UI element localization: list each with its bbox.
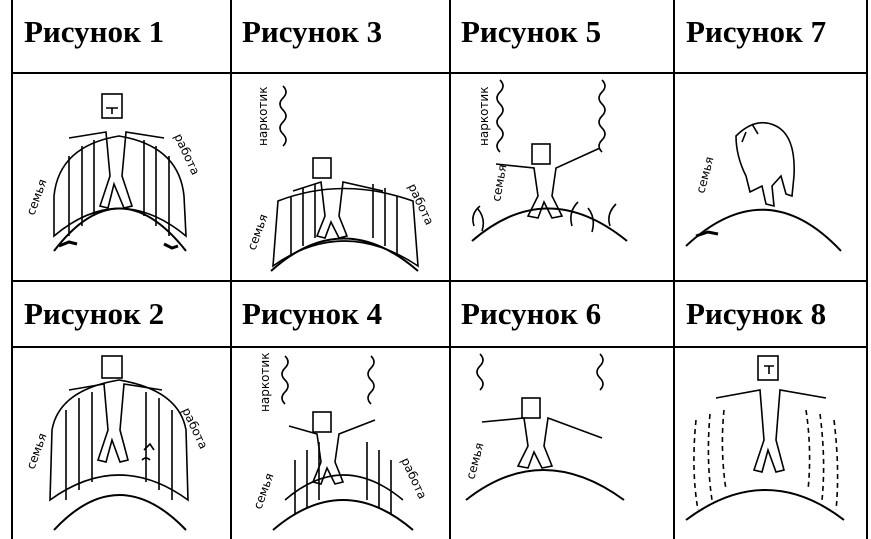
work-label: работа (398, 455, 429, 501)
family-label: семья (251, 471, 277, 511)
grid-line (11, 72, 868, 74)
grid-line (866, 0, 868, 539)
caption-figure-1: Рисунок 1 (24, 16, 164, 47)
drug-label: наркотик (256, 87, 270, 146)
grid-line (673, 0, 675, 539)
grid-line (11, 346, 868, 348)
drug-label: наркотик (477, 87, 491, 146)
grid-line (230, 0, 232, 539)
caption-figure-5: Рисунок 5 (461, 16, 601, 47)
family-label: семья (693, 155, 716, 195)
figure-7-drawing: семья (676, 76, 864, 278)
grid-line (11, 0, 13, 539)
figure-6-drawing: семья (452, 350, 671, 538)
family-label: семья (24, 431, 50, 471)
drug-label: наркотик (258, 353, 272, 412)
caption-figure-6: Рисунок 6 (461, 298, 601, 329)
work-label: работа (179, 405, 210, 451)
work-label: работа (405, 181, 436, 227)
caption-figure-7: Рисунок 7 (686, 16, 826, 47)
caption-figure-4: Рисунок 4 (242, 298, 382, 329)
grid-line (11, 280, 868, 282)
family-label: семья (245, 212, 271, 252)
grid-line (449, 0, 451, 539)
figure-5-drawing: наркотик семья (452, 76, 671, 278)
family-label: семья (489, 163, 509, 202)
caption-figure-8: Рисунок 8 (686, 298, 826, 329)
figure-8-drawing (676, 350, 864, 538)
figure-2-drawing: семья работа (14, 350, 228, 538)
caption-figure-3: Рисунок 3 (242, 16, 382, 47)
caption-figure-2: Рисунок 2 (24, 298, 164, 329)
figure-1-drawing: семья работа (14, 76, 228, 278)
family-label: семья (463, 441, 486, 481)
figure-4-drawing: наркотик семья работа (233, 350, 447, 538)
family-label: семья (24, 177, 50, 217)
figure-3-drawing: наркотик семья работа (233, 76, 447, 278)
